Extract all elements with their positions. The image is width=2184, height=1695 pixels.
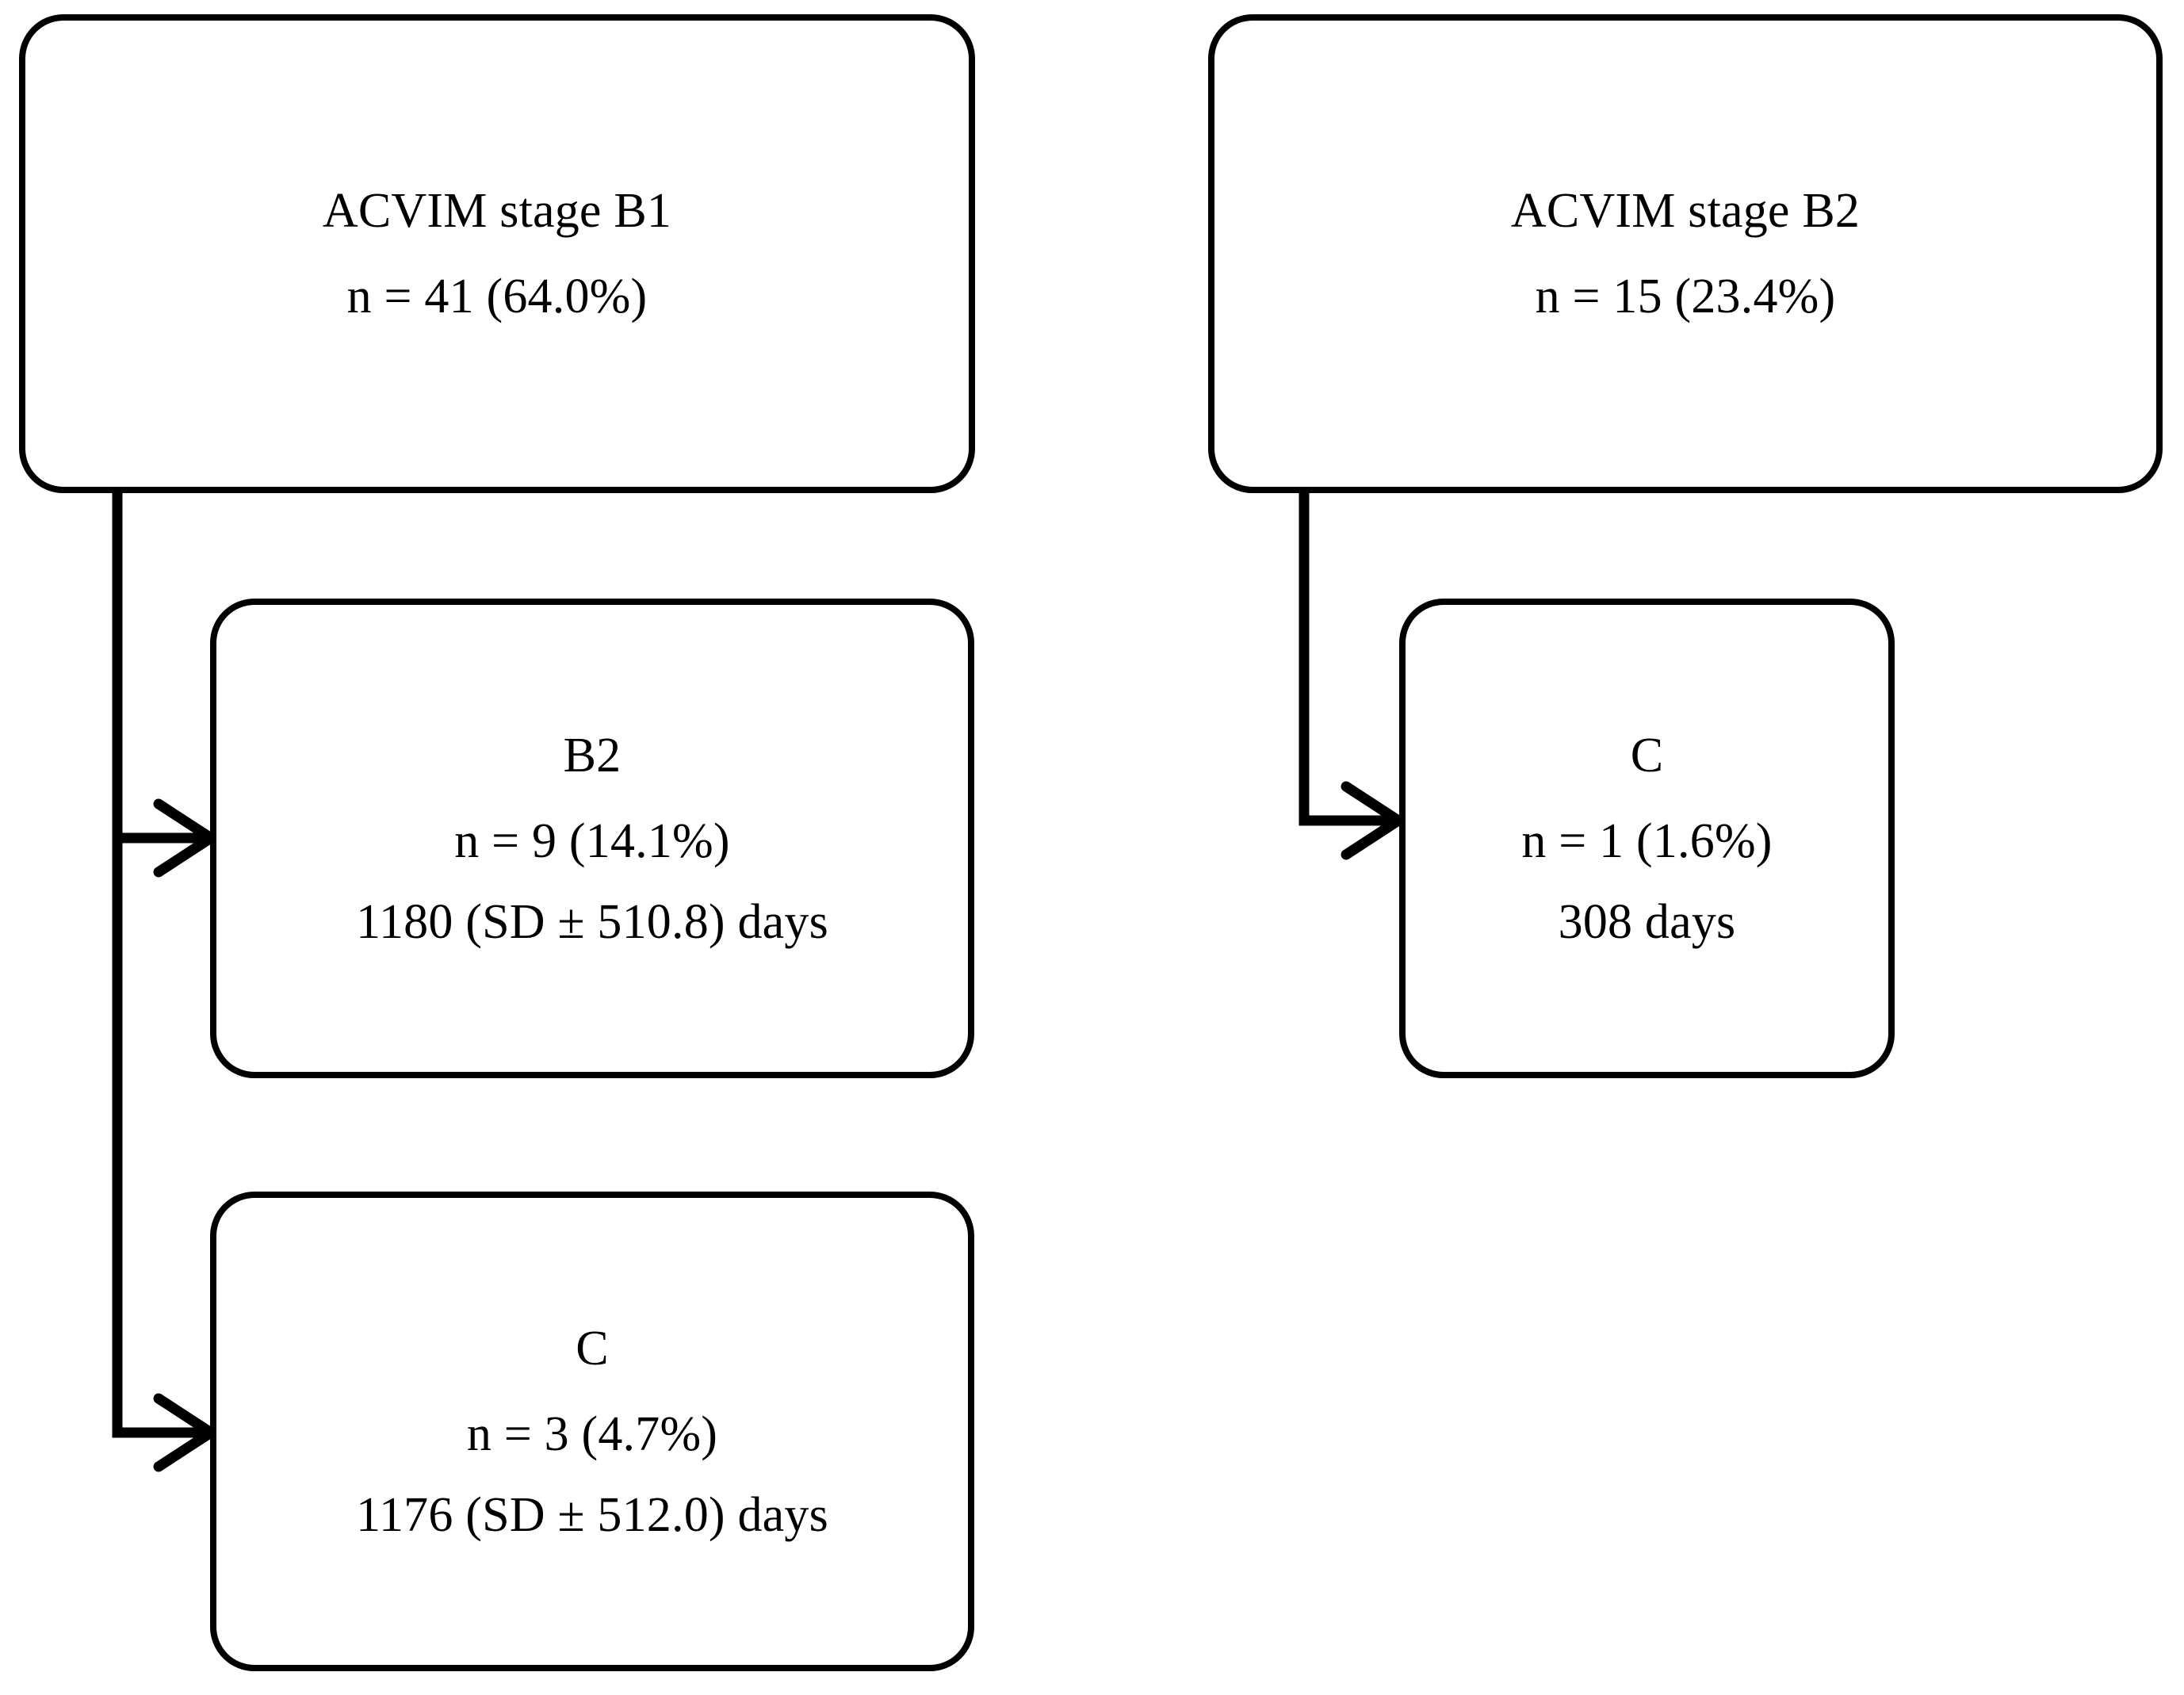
progression-c-from-b2-count: n = 1 (1.6%) [1521,813,1773,868]
acvim-stage-b1-box[interactable]: ACVIM stage B1 n = 41 (64.0%) [19,14,975,493]
progression-c-from-b2-duration: 308 days [1558,894,1736,949]
acvim-stage-b2-count: n = 15 (23.4%) [1535,270,1836,323]
edge-b2-c [1299,493,1408,860]
progression-c-from-b2-title: C [1630,728,1664,782]
progression-b2-count: n = 9 (14.1%) [454,813,730,868]
progression-b2-title: B2 [563,728,622,782]
progression-c-from-b1-title: C [576,1321,609,1376]
progression-c-from-b2-box[interactable]: C n = 1 (1.6%) 308 days [1399,599,1895,1078]
acvim-stage-b1-count: n = 41 (64.0%) [346,270,648,323]
progression-c-from-b1-count: n = 3 (4.7%) [466,1406,718,1461]
acvim-stage-b2-box[interactable]: ACVIM stage B2 n = 15 (23.4%) [1208,14,2163,493]
progression-c-from-b1-box[interactable]: C n = 3 (4.7%) 1176 (SD ± 512.0) days [210,1192,974,1671]
edge-b1-b2 [112,493,220,878]
progression-b2-box[interactable]: B2 n = 9 (14.1%) 1180 (SD ± 510.8) days [210,599,974,1078]
acvim-stage-b1-title: ACVIM stage B1 [322,184,672,238]
acvim-stage-b2-title: ACVIM stage B2 [1510,184,1861,238]
edge-b1-c [112,838,220,1472]
progression-c-from-b1-duration: 1176 (SD ± 512.0) days [356,1487,828,1542]
progression-b2-duration: 1180 (SD ± 510.8) days [356,894,828,949]
